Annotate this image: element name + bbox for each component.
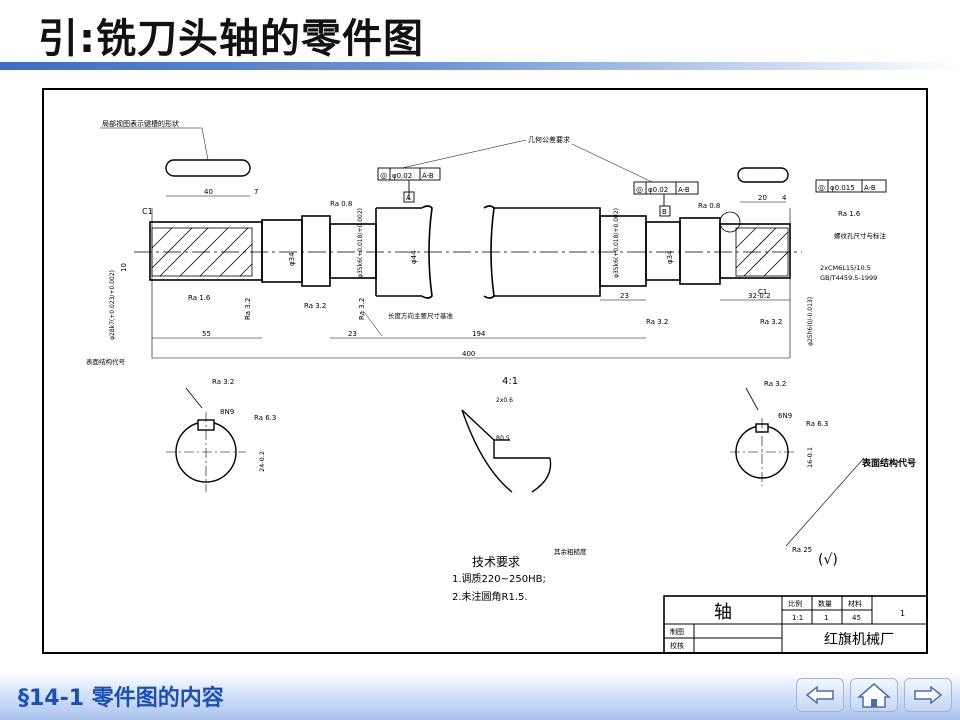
dim-23b: 23 bbox=[620, 292, 629, 300]
gdt1-datum: A-B bbox=[422, 172, 434, 180]
gdt-frame-1 bbox=[377, 167, 441, 203]
gdt1-symbol: ◎ bbox=[380, 171, 387, 180]
home-icon bbox=[856, 683, 892, 708]
gdt-frame-3 bbox=[815, 179, 887, 193]
gdt3-value: φ0.015 bbox=[830, 184, 855, 192]
dimension-lines bbox=[151, 195, 791, 359]
tech-line-2: 2.未注圆角R1.5. bbox=[452, 590, 528, 603]
dim-c1-right: C1 bbox=[758, 288, 767, 296]
dim-32: 32-0.2 bbox=[748, 292, 771, 300]
detail-scale: 4:1 bbox=[502, 376, 518, 387]
arrow-right-icon bbox=[914, 685, 943, 705]
ra-3.2-e: Ra 3.2 bbox=[764, 380, 786, 388]
dim-10: 10 bbox=[120, 263, 128, 272]
gdt1-value: φ0.02 bbox=[392, 172, 412, 180]
gdt2-value: φ0.02 bbox=[648, 186, 668, 194]
gdt-frame-2 bbox=[633, 181, 699, 217]
tb-val-material: 45 bbox=[852, 614, 861, 622]
dim-thread-standard: GB/T4459.5-1999 bbox=[820, 274, 877, 282]
ra-3.2-d: Ra 3.2 bbox=[212, 378, 234, 386]
dim-23a: 23 bbox=[348, 330, 357, 338]
detail-view bbox=[461, 409, 552, 493]
right-key-width: 6N9 bbox=[778, 412, 792, 420]
gdt3-datum: A-B bbox=[864, 184, 876, 192]
ra-0.8-b: Ra 0.8 bbox=[698, 202, 720, 210]
detail-dim-2: R0.5 bbox=[496, 435, 510, 442]
dim-194: 194 bbox=[472, 330, 486, 338]
hatch-left bbox=[151, 227, 253, 277]
right-section-view bbox=[730, 387, 794, 486]
dim-20: 20 bbox=[758, 194, 767, 202]
next-button[interactable] bbox=[904, 678, 952, 712]
section-label: §14-1 零件图的内容 bbox=[18, 686, 224, 711]
tb-val-scale: 1:1 bbox=[792, 614, 803, 622]
ra-6.3-a: Ra 6.3 bbox=[254, 414, 276, 422]
dim-thread: 2xCM6L15/10.5 bbox=[820, 264, 871, 272]
dim-phi34a: φ34 bbox=[288, 252, 296, 266]
arrow-left-icon bbox=[805, 685, 834, 705]
page-title: 引:铣刀头轴的零件图 bbox=[38, 16, 424, 62]
ra-6.3-b: Ra 6.3 bbox=[806, 420, 828, 428]
prev-button[interactable] bbox=[796, 678, 844, 712]
left-section-view bbox=[166, 387, 246, 492]
left-key-depth: 24-0.2 bbox=[258, 451, 266, 472]
dim-c1-left: C1 bbox=[142, 207, 153, 216]
ra-0.8-a: Ra 0.8 bbox=[330, 200, 352, 208]
rest-roughness-symbol: (√) bbox=[818, 552, 838, 568]
left-key-width: 8N9 bbox=[220, 408, 234, 416]
tech-heading: 技术要求 bbox=[472, 555, 520, 569]
callout-thread-note: 螺纹孔尺寸与标注 bbox=[834, 231, 887, 240]
tb-col-qty: 数量 bbox=[818, 599, 832, 608]
ra-25: Ra 25 bbox=[792, 546, 812, 554]
dim-phi34b: φ34 bbox=[666, 250, 674, 264]
engineering-drawing: 局部视图表示键槽的形状 几何公差要求 长度方向主要尺寸基准 螺纹孔尺寸与标注 表… bbox=[42, 88, 928, 654]
dim-40: 40 bbox=[204, 188, 213, 196]
shaft-main-view bbox=[149, 205, 791, 299]
callout-all-rest: 其余粗糙度 bbox=[554, 547, 587, 556]
tb-val-qty: 1 bbox=[824, 614, 828, 622]
structure-code-label: 表面结构代号 bbox=[861, 457, 916, 469]
tb-row-check: 校核 bbox=[670, 641, 684, 650]
dim-phi44: φ44 bbox=[410, 250, 418, 264]
callout-structure: 表面结构代号 bbox=[86, 357, 126, 366]
home-button[interactable] bbox=[850, 678, 898, 712]
ra-3.2-c: Ra 3.2 bbox=[760, 318, 782, 326]
ra-3.2-g: Ra 3.2 bbox=[358, 298, 366, 320]
tb-company: 红旗机械厂 bbox=[824, 632, 894, 648]
gdt3-symbol: ◎ bbox=[818, 183, 825, 192]
gdt2-datum: A-B bbox=[678, 186, 690, 194]
callout-dimension-datum: 长度方向主要尺寸基准 bbox=[388, 311, 454, 320]
dim-phi35a: φ35k6(+0.018/+0.002) bbox=[357, 208, 364, 278]
dim-phi28: φ28k7(+0.023/+0.002) bbox=[109, 270, 116, 340]
callout-keyway: 局部视图表示键槽的形状 bbox=[102, 119, 179, 128]
detail-dim-1: 2x0.6 bbox=[496, 397, 513, 404]
dim-55: 55 bbox=[202, 330, 211, 338]
datum-a: A bbox=[406, 194, 411, 202]
gdt2-symbol: ◎ bbox=[636, 185, 643, 194]
ra-1.6-a: Ra 1.6 bbox=[188, 294, 211, 302]
callout-tolerance: 几何公差要求 bbox=[528, 135, 570, 144]
ra-3.2-a: Ra 3.2 bbox=[304, 302, 326, 310]
dim-400: 400 bbox=[462, 350, 475, 358]
dim-phi35b: φ35k6(+0.018/+0.002) bbox=[613, 208, 620, 278]
tb-col-scale: 比例 bbox=[788, 599, 802, 608]
dim-4: 4 bbox=[782, 194, 787, 202]
title-block bbox=[663, 595, 928, 654]
drawing-frame bbox=[42, 88, 928, 654]
ra-1.6-b: Ra 1.6 bbox=[838, 210, 861, 218]
tb-drawing-no: 1 bbox=[900, 609, 905, 618]
tb-row-draw: 制图 bbox=[670, 627, 684, 636]
datum-b: B bbox=[662, 208, 667, 216]
title-underline-bar bbox=[0, 62, 960, 70]
tech-line-1: 1.调质220~250HB; bbox=[452, 573, 546, 585]
hatch-right bbox=[735, 227, 789, 277]
dim-7: 7 bbox=[254, 188, 258, 196]
ra-3.2-f: Ra 3.2 bbox=[244, 298, 252, 320]
keyway-local-view bbox=[165, 159, 251, 177]
ra-3.2-b: Ra 3.2 bbox=[646, 318, 668, 326]
tb-part-name: 轴 bbox=[714, 602, 732, 623]
dim-phi25: φ25h6(0/-0.013) bbox=[807, 297, 814, 346]
tb-col-material: 材料 bbox=[848, 599, 862, 608]
right-key-depth: 16-0.1 bbox=[806, 447, 814, 468]
